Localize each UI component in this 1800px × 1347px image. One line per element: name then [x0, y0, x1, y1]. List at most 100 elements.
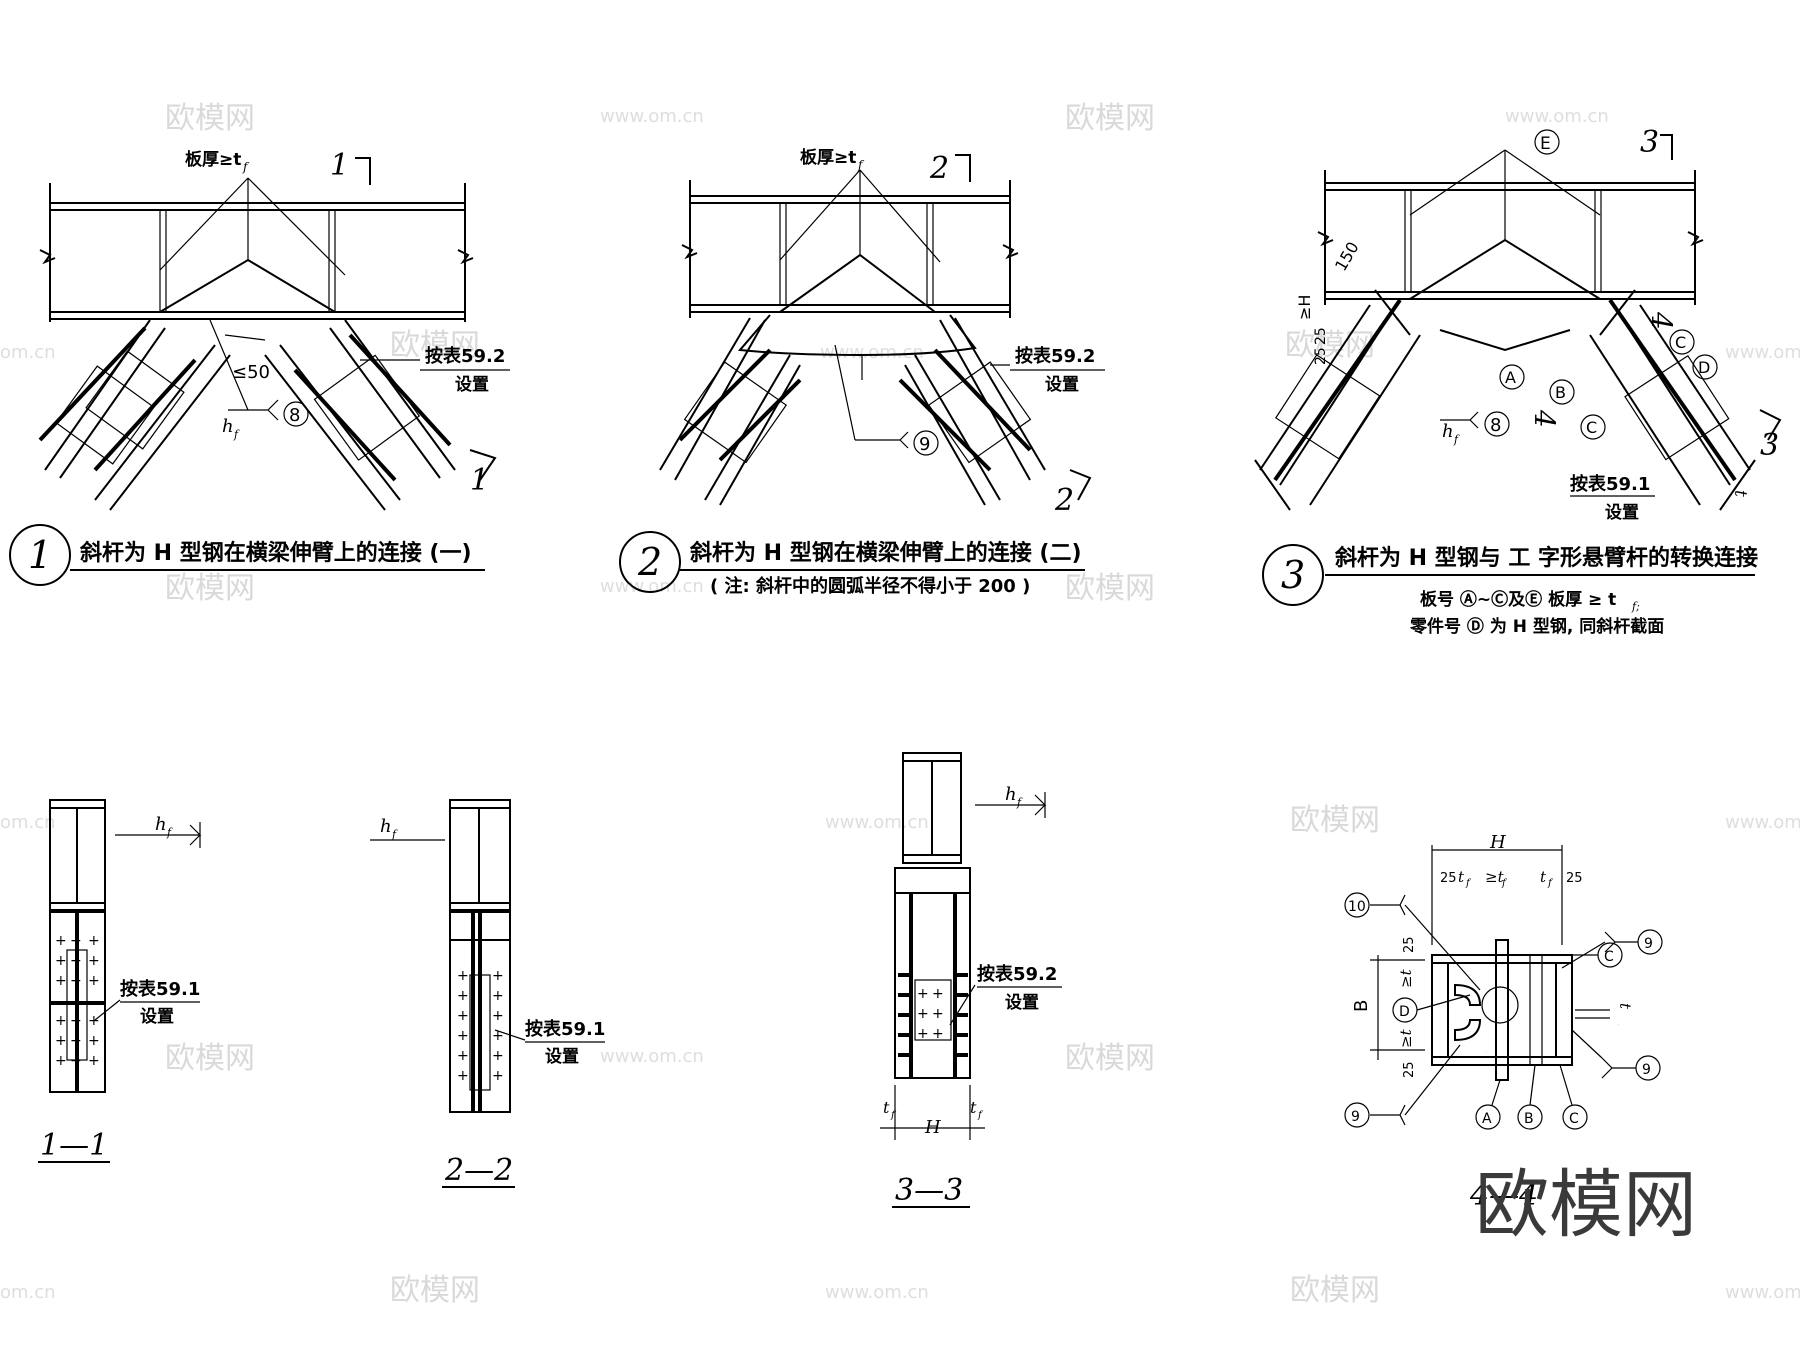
svg-text:+: +	[70, 1053, 82, 1069]
svg-text:A: A	[1482, 1111, 1492, 1127]
table-ref: 按表59.1	[525, 1018, 605, 1040]
section-2-2: ++ ++ ++ ++ ++ ++ h f 按表59.1 设置 2—2	[370, 799, 605, 1188]
svg-text:A: A	[1505, 368, 1516, 387]
svg-text:+: +	[932, 986, 944, 1002]
svg-text:+: +	[88, 1033, 100, 1049]
svg-text:B: B	[1524, 1111, 1534, 1127]
part-callout-10	[1344, 892, 1370, 918]
svg-text:+: +	[492, 1008, 504, 1024]
dim-ge-H: ≥H	[1295, 295, 1314, 320]
svg-text:+: +	[55, 953, 67, 969]
tw-label: t	[1730, 490, 1750, 497]
svg-text:+: +	[70, 1033, 82, 1049]
table-ref: 按表59.1	[1570, 473, 1650, 495]
section-mark-4: 4	[1528, 409, 1561, 428]
tw-label: t	[1616, 1003, 1634, 1010]
svg-text:f: f	[1547, 878, 1554, 889]
svg-text:B: B	[1555, 383, 1566, 402]
watermark-url: www.om.cn	[600, 1046, 704, 1067]
svg-text:+: +	[457, 1008, 469, 1024]
detail-number-circle-2	[619, 531, 681, 593]
svg-text:+: +	[88, 1013, 100, 1029]
detail-note-2: ( 注: 斜杆中的圆弧半径不得小于 200 )	[710, 575, 1030, 597]
svg-text:≥t: ≥t	[1397, 1028, 1415, 1048]
part-callout-C2	[1562, 1104, 1588, 1130]
svg-text:25: 25	[1313, 327, 1329, 345]
section-title: 4—4	[1469, 1178, 1538, 1213]
section-4-4: H 25 t f ≥t f t f 25 B 25 ≥t ≥t 25 t w 1…	[1344, 832, 1697, 1248]
svg-text:10: 10	[1348, 899, 1366, 915]
section-title: 1—1	[40, 1128, 108, 1163]
part-callout-A	[1475, 1104, 1501, 1130]
svg-text:8: 8	[289, 405, 300, 426]
svg-text:25: 25	[1440, 871, 1457, 886]
watermark-logo: 欧模网	[1475, 1162, 1697, 1248]
table-ref: 按表59.2	[977, 963, 1057, 985]
svg-text:+: +	[932, 1026, 944, 1042]
svg-text:+: +	[457, 1048, 469, 1064]
svg-text:+: +	[55, 933, 67, 949]
watermark-url: om.cn	[0, 342, 56, 363]
part-callout-E	[1534, 129, 1560, 155]
part-callout-9c	[1344, 1102, 1370, 1128]
detail-title-3: 斜杆为 H 型钢与 工 字形悬臂杆的转换连接	[1334, 545, 1758, 571]
watermark-brand: 欧模网	[1065, 1041, 1155, 1076]
svg-text:+: +	[492, 968, 504, 984]
detail-note-3b: 零件号 Ⓓ 为 H 型钢, 同斜杆截面	[1409, 616, 1664, 637]
svg-text:C: C	[1604, 949, 1614, 965]
svg-text:+: +	[55, 973, 67, 989]
svg-text:+: +	[70, 953, 82, 969]
svg-text:f: f	[166, 826, 173, 839]
watermark-brand: 欧模网	[1290, 1273, 1380, 1308]
svg-text:+: +	[917, 1026, 929, 1042]
svg-text:+: +	[492, 1028, 504, 1044]
svg-text:f;: f;	[1631, 600, 1640, 613]
svg-text:+: +	[457, 1028, 469, 1044]
table-ref: 按表59.1	[120, 978, 200, 1000]
watermark-url: www.om.cn	[600, 106, 704, 127]
svg-text:t: t	[1540, 868, 1547, 886]
part-callout-8	[1484, 411, 1510, 437]
detail-title-1: 斜杆为 H 型钢在横梁伸臂上的连接 (一)	[79, 540, 472, 566]
table-ref: 按表59.2	[425, 345, 505, 367]
right-brace-3	[1589, 289, 1756, 511]
watermark-url: om.cn	[0, 812, 56, 833]
watermark-url: www.om.cn	[820, 342, 924, 363]
svg-text:9: 9	[1644, 936, 1653, 952]
svg-text:f: f	[242, 160, 250, 174]
detail-number-3: 3	[1281, 553, 1305, 597]
gusset-plate	[1409, 238, 1601, 300]
svg-text:25: 25	[1402, 1061, 1417, 1078]
transfer-plate	[1439, 329, 1571, 352]
svg-text:f: f	[233, 428, 240, 441]
svg-text:C: C	[1569, 1111, 1579, 1127]
svg-text:E: E	[1540, 134, 1551, 154]
svg-text:8: 8	[1490, 415, 1501, 436]
part-callout-8	[283, 401, 309, 427]
section-mark-1-top: 1	[330, 148, 349, 183]
dim-H: H	[924, 1117, 941, 1138]
part-callout-9	[913, 430, 939, 456]
svg-text:设置: 设置	[455, 375, 489, 395]
svg-text:+: +	[917, 986, 929, 1002]
svg-text:f: f	[391, 828, 398, 841]
watermark-url: www.om.cn	[1725, 812, 1800, 833]
section-mark-4-b: 4	[1645, 311, 1678, 330]
section-mark-3-top: 3	[1640, 125, 1659, 160]
svg-text:+: +	[88, 973, 100, 989]
svg-text:+: +	[492, 988, 504, 1004]
svg-text:+: +	[55, 1053, 67, 1069]
svg-text:+: +	[492, 1048, 504, 1064]
detail-number-circle-3	[1262, 544, 1324, 606]
svg-text:+: +	[88, 953, 100, 969]
svg-text:+: +	[457, 968, 469, 984]
svg-text:+: +	[70, 933, 82, 949]
svg-text:+: +	[88, 933, 100, 949]
section-mark-2-bottom: 2	[1054, 483, 1074, 518]
beam-1	[39, 183, 474, 322]
watermark-url: www.om.cn	[1505, 106, 1609, 127]
section-mark-2-top: 2	[929, 151, 949, 186]
left-brace-3	[1254, 289, 1421, 511]
svg-text:w: w	[1486, 1052, 1487, 1054]
